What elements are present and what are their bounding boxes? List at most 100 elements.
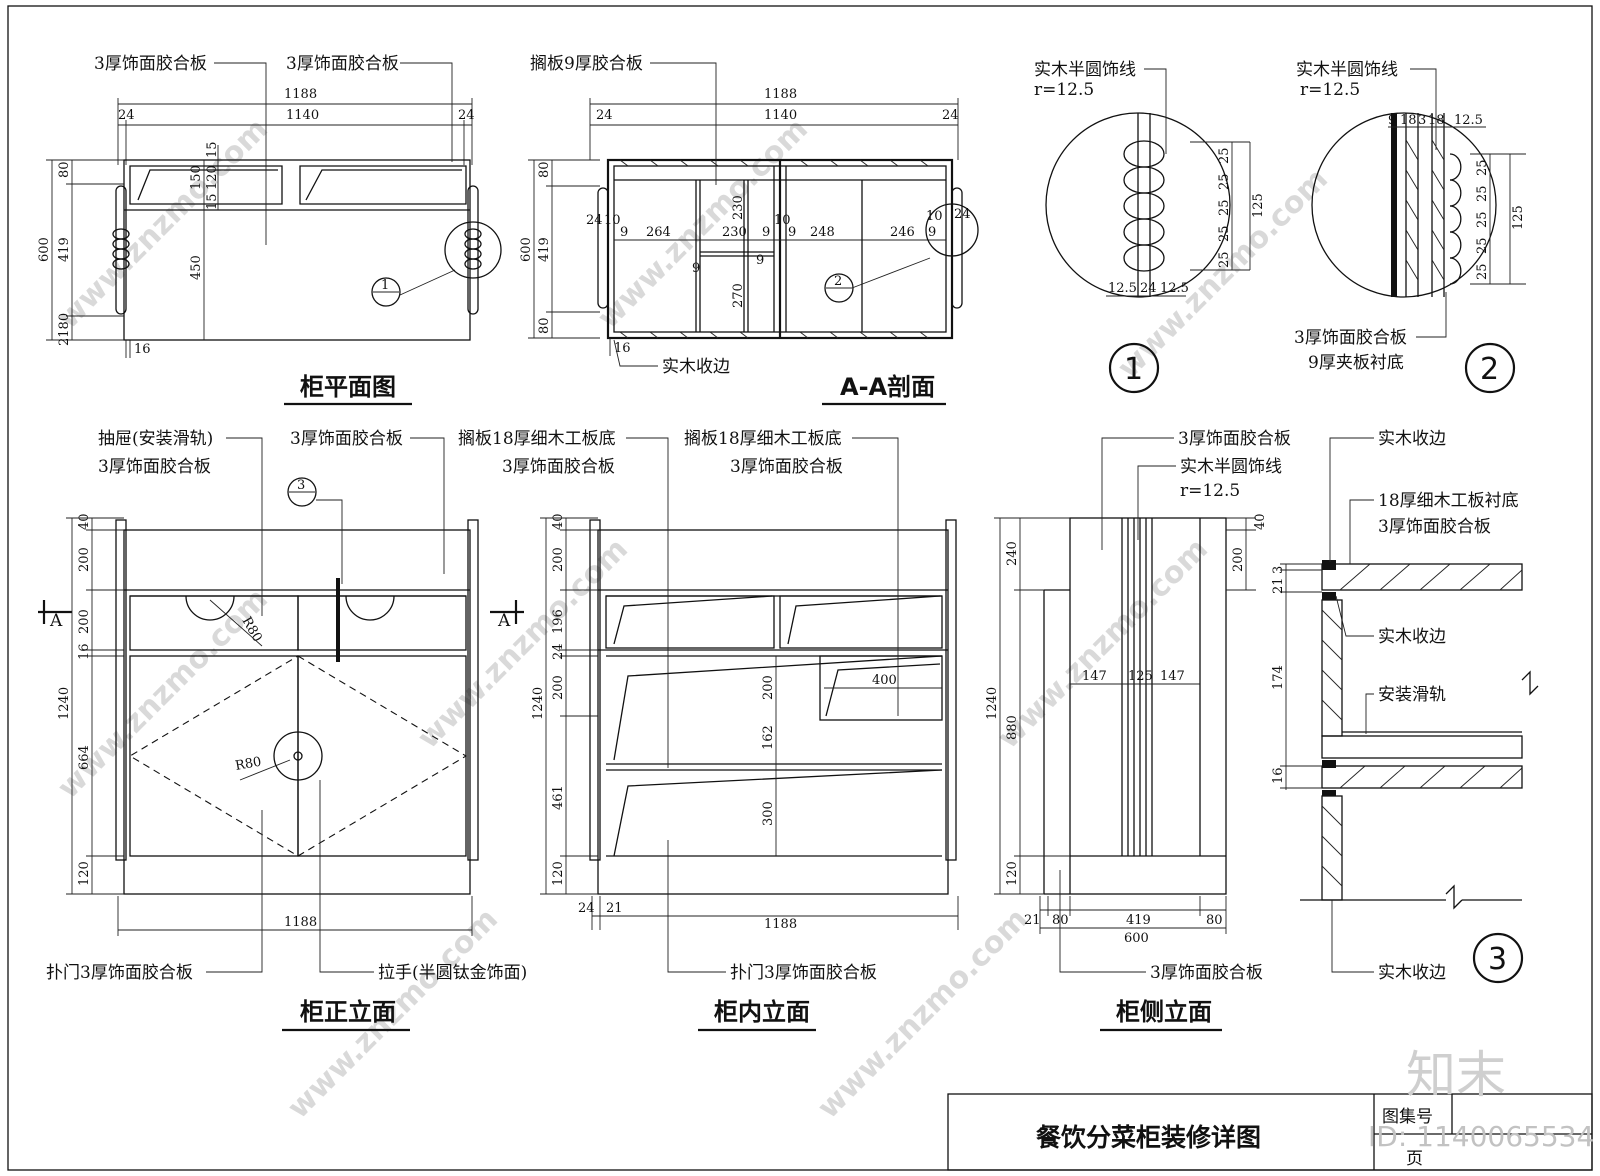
label: 扑门3厚饰面胶合板 — [730, 963, 877, 983]
dim-200: 200 — [77, 609, 92, 634]
dim-40: 40 — [551, 513, 566, 530]
label: 实木半圆饰线 — [1180, 457, 1282, 477]
dim-25: 25 — [1475, 263, 1490, 280]
dim-664: 664 — [77, 745, 92, 770]
dim-15: 15 — [205, 193, 220, 210]
brand-logo: 知末 — [1406, 1046, 1506, 1104]
dim-419: 419 — [57, 237, 72, 262]
dim-196: 196 — [551, 609, 566, 634]
dim-24: 24 — [954, 207, 971, 222]
dim-24: 24 — [458, 108, 475, 123]
dim-125: 125 — [1511, 205, 1526, 230]
dim-40: 40 — [77, 513, 92, 530]
label: 3厚饰面胶合板 — [94, 54, 207, 74]
label: 实木收边 — [1378, 627, 1446, 647]
dim-21: 21 — [606, 901, 623, 916]
dim-21: 21 — [1024, 913, 1041, 928]
dim-15: 15 — [205, 141, 220, 158]
dim-24: 24 — [942, 108, 959, 123]
dim-2180: 2180 — [57, 313, 72, 346]
drawing-title: 餐饮分菜柜装修详图 — [1036, 1123, 1261, 1152]
label: 3厚饰面胶合板 — [1378, 517, 1491, 537]
callout-bubble — [371, 277, 401, 307]
label: r=12.5 — [1300, 80, 1360, 100]
dim-24: 24 — [596, 108, 613, 123]
detail-circle — [444, 221, 502, 279]
dim-80: 80 — [1206, 913, 1223, 928]
dim-9: 9 — [928, 225, 936, 240]
detail-number: 1 — [1124, 352, 1143, 387]
dim-200: 200 — [551, 675, 566, 700]
label: 3厚饰面胶合板 — [502, 457, 615, 477]
dim-25: 25 — [1217, 225, 1232, 242]
dim-24: 24 — [118, 108, 135, 123]
dim-150: 150 — [189, 165, 204, 190]
detail-3-view: 3 21 174 16 实木收边 18厚细木工板衬底 3厚饰面胶合板 实木收边 … — [1271, 429, 1539, 984]
detail-number-circle — [1472, 932, 1524, 984]
dim-3: 3 — [1271, 566, 1286, 574]
view-title: A-A剖面 — [840, 373, 935, 401]
label: 抽屉(安装滑轨) — [98, 429, 213, 449]
dim-18: 18 — [1400, 113, 1417, 128]
dim-12.5: 12.5 — [1160, 281, 1189, 296]
view-title: 柜内立面 — [714, 998, 810, 1026]
dim-25: 25 — [1217, 199, 1232, 216]
dim-125: 125 — [1128, 669, 1153, 684]
dim-240: 240 — [1005, 541, 1020, 566]
dim-25: 25 — [1217, 147, 1232, 164]
dim-120: 120 — [1005, 861, 1020, 886]
detail-number: 3 — [1488, 942, 1507, 977]
dim-25: 25 — [1475, 159, 1490, 176]
section-mark: A — [497, 611, 511, 631]
dim-24: 24 — [586, 213, 603, 228]
detail-number-circle — [1108, 342, 1160, 394]
dim-419: 419 — [537, 237, 552, 262]
dim-147: 147 — [1160, 669, 1185, 684]
dim-16: 16 — [77, 643, 92, 660]
dim-1188: 1188 — [284, 915, 317, 930]
dim-450: 450 — [189, 255, 204, 280]
detail-2-view: 25 25 25 25 25 125 9 18 3 18 12.5 实木半圆饰线… — [1294, 60, 1526, 394]
label: 3厚饰面胶合板 — [1294, 328, 1407, 348]
plan-view: 1188 1140 24 24 1 600 80 419 — [37, 54, 502, 406]
dim-12.5: 12.5 — [1108, 281, 1137, 296]
callout-number: 3 — [297, 478, 305, 493]
label: 实木收边 — [662, 357, 730, 377]
dim-1140: 1140 — [286, 108, 319, 123]
dim-1240: 1240 — [531, 687, 546, 720]
dim-9: 9 — [1388, 113, 1396, 128]
dim-9: 9 — [788, 225, 796, 240]
dim-25: 25 — [1475, 237, 1490, 254]
dim-230: 230 — [722, 225, 747, 240]
dim-600: 600 — [1124, 931, 1149, 946]
dim-24: 24 — [578, 901, 595, 916]
dim-3: 3 — [1418, 113, 1426, 128]
label: 安装滑轨 — [1378, 685, 1446, 705]
dim-9: 9 — [762, 225, 770, 240]
dim-600: 600 — [519, 237, 534, 262]
dim-162: 162 — [761, 725, 776, 750]
view-title: 柜平面图 — [300, 373, 396, 401]
label: 3厚饰面胶合板 — [290, 429, 403, 449]
dim-10: 10 — [604, 213, 621, 228]
dim-120: 120 — [77, 861, 92, 886]
dim-200: 200 — [1231, 547, 1246, 572]
dim-264: 264 — [646, 225, 671, 240]
dim-419: 419 — [1126, 913, 1151, 928]
dim-248: 248 — [810, 225, 835, 240]
label: 搁板18厚细木工板底 — [684, 429, 842, 449]
title-block: 餐饮分菜柜装修详图 图集号 页 知末 ID: 1140065534 — [947, 1046, 1594, 1171]
dim-9: 9 — [620, 225, 628, 240]
dim-300: 300 — [761, 801, 776, 826]
dim-16: 16 — [134, 342, 151, 357]
label: 3厚饰面胶合板 — [98, 457, 211, 477]
dim-10: 10 — [774, 213, 791, 228]
label: 实木半圆饰线 — [1034, 60, 1136, 80]
dim-461: 461 — [551, 785, 566, 810]
label: 3厚饰面胶合板 — [286, 54, 399, 74]
label: 搁板9厚胶合板 — [530, 54, 643, 74]
dim-9: 9 — [692, 261, 700, 276]
dim-25: 25 — [1475, 185, 1490, 202]
label: 3厚饰面胶合板 — [1178, 429, 1291, 449]
